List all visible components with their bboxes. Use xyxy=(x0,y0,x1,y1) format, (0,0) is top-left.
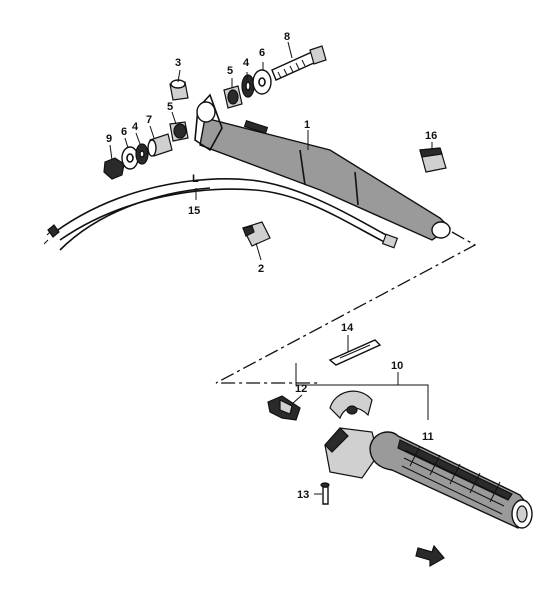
washer-4-right xyxy=(241,74,255,98)
callout-14: 14 xyxy=(341,322,354,334)
bush-5-right xyxy=(223,85,243,109)
callout-2: 2 xyxy=(258,263,264,275)
screw-13 xyxy=(320,482,330,505)
callout-6-right: 6 xyxy=(259,47,265,59)
leader-lines xyxy=(109,41,433,495)
cable-15 xyxy=(43,178,399,251)
clamp-2 xyxy=(242,221,271,247)
callout-5-left: 5 xyxy=(167,101,173,113)
dash-dot-connector xyxy=(215,231,477,384)
cap-3 xyxy=(169,79,189,101)
housing-lower xyxy=(324,427,379,479)
washer-6-left xyxy=(121,146,139,170)
throttle-grip xyxy=(369,431,533,529)
front-arrow-icon xyxy=(415,544,445,568)
spacer-7 xyxy=(147,133,173,157)
cable-guide-12 xyxy=(267,395,301,421)
callout-6-left: 6 xyxy=(121,126,127,138)
callout-10: 10 xyxy=(391,360,403,372)
callout-11: 11 xyxy=(422,431,434,443)
callout-3: 3 xyxy=(175,57,181,69)
callout-4-right: 4 xyxy=(243,57,250,69)
housing-upper xyxy=(329,390,373,420)
callout-7: 7 xyxy=(146,114,152,126)
callout-15: 15 xyxy=(188,205,200,217)
callout-8: 8 xyxy=(284,31,290,43)
nut-9 xyxy=(103,157,125,180)
callout-9: 9 xyxy=(106,133,112,145)
washer-6-right xyxy=(252,69,272,95)
callout-1: 1 xyxy=(304,119,310,131)
callout-12: 12 xyxy=(295,383,307,395)
guide-14 xyxy=(328,339,382,366)
washer-4-left xyxy=(135,143,149,165)
cap-16 xyxy=(419,147,447,173)
callout-16: 16 xyxy=(425,130,437,142)
callout-13: 13 xyxy=(297,489,309,501)
callout-L: L xyxy=(192,173,199,185)
bolt-8 xyxy=(271,45,327,81)
callout-5-right: 5 xyxy=(227,65,233,77)
handlebar-pipe-1 xyxy=(194,93,452,241)
callout-4-left: 4 xyxy=(132,121,139,133)
bush-5-left xyxy=(169,121,189,142)
